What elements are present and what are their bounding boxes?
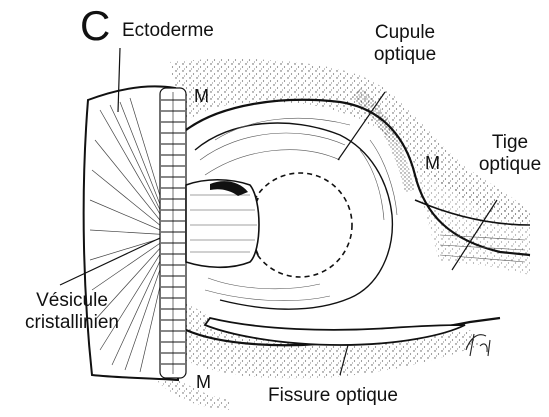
label-mesenchyme-top: M: [194, 86, 209, 107]
label-ectoderme: Ectoderme: [122, 20, 214, 42]
label-cupule-line1: Cupule: [355, 22, 455, 44]
lens-stalk: [186, 180, 259, 268]
panel-letter: C: [80, 2, 110, 50]
label-vesicule-cristallinien: Vésicule cristallinien: [2, 290, 142, 334]
label-tige-line2: optique: [470, 154, 549, 176]
label-mesenchyme-right: M: [425, 153, 440, 174]
label-cupule-line2: optique: [355, 44, 455, 66]
lens-vesicle-outline: [248, 173, 352, 277]
label-fissure-optique: Fissure optique: [268, 385, 398, 407]
label-tige-line1: Tige: [470, 132, 549, 154]
label-tige-optique: Tige optique: [470, 132, 549, 176]
label-cupule-optique: Cupule optique: [355, 22, 455, 66]
label-vesicule-line2: cristallinien: [2, 312, 142, 334]
label-vesicule-line1: Vésicule: [2, 290, 142, 312]
label-mesenchyme-bottom: M: [196, 372, 211, 393]
